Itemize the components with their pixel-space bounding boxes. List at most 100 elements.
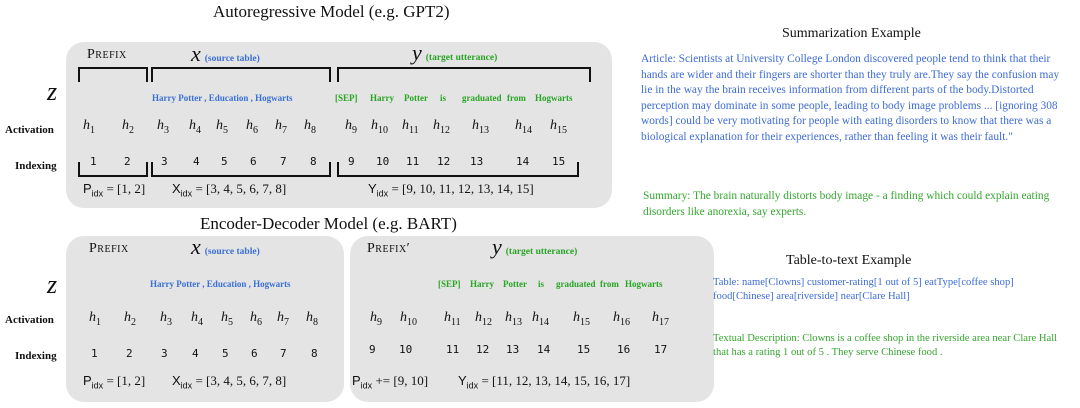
ar-y-var: y (412, 40, 422, 65)
index-14: 14 (516, 155, 530, 168)
dec-y-idx-eq: Yidx = [11, 12, 13, 14, 15, 16, 17] (458, 373, 630, 391)
dec-p-idx-eq: Pidx += [9, 10] (352, 373, 428, 391)
target-token: from (600, 279, 619, 289)
index-8: 8 (310, 155, 317, 168)
eq-sign: = (481, 373, 489, 388)
activation-h13: h13 (472, 118, 489, 136)
activation-h12: h12 (475, 310, 492, 328)
index-9: 9 (369, 343, 376, 356)
target-token: [SEP] (335, 93, 358, 103)
index-5: 5 (221, 155, 228, 168)
ed-z-symbol: z (47, 270, 58, 299)
target-token: is (538, 279, 545, 289)
p-subscript: idx (360, 380, 373, 391)
activation-h5: h5 (216, 118, 228, 136)
index-5: 5 (222, 347, 229, 360)
index-11: 11 (446, 343, 460, 356)
activation-h3: h3 (160, 310, 172, 328)
index-3: 3 (161, 155, 168, 168)
target-token: graduated (462, 93, 502, 103)
dec-prefix-label: Prefix′ (367, 241, 411, 256)
target-token: is (440, 93, 447, 103)
ar-prefix-label: Prefix (87, 47, 127, 62)
index-12: 12 (476, 343, 490, 356)
target-token: [SEP] (438, 279, 461, 289)
enc-x-idx-value: [3, 4, 5, 6, 7, 8] (206, 373, 287, 388)
activation-h2: h2 (122, 118, 134, 136)
summarization-summary: Summary: The brain naturally distorts bo… (643, 190, 1050, 218)
eq-sign: = (106, 373, 114, 388)
activation-h9: h9 (370, 310, 382, 328)
enc-indexing-label: Indexing (15, 350, 57, 362)
activation-h7: h7 (275, 118, 287, 136)
table-to-text-table: Table: name[Clowns] customer-rating[1 ou… (713, 277, 1014, 302)
index-4: 4 (192, 347, 199, 360)
index-17: 17 (654, 343, 668, 356)
index-16: 16 (617, 343, 631, 356)
activation-h4: h4 (189, 118, 201, 136)
index-1: 1 (90, 155, 97, 168)
index-6: 6 (251, 347, 258, 360)
dec-y-var: y (492, 234, 502, 259)
y-subscript: idx (376, 188, 389, 199)
ar-x-label: x (source table) (191, 41, 260, 67)
eq-sign: = (106, 181, 114, 196)
target-token: Hogwarts (625, 279, 663, 289)
activation-h8: h8 (304, 118, 316, 136)
ar-y-idx-value: [9, 10, 11, 12, 13, 14, 15] (402, 181, 534, 196)
ar-y-label: y (target utterance) (412, 40, 497, 66)
activation-h10: h10 (371, 118, 388, 136)
ar-z-symbol: z (47, 77, 58, 106)
activation-h10: h10 (400, 310, 417, 328)
activation-h14: h14 (515, 118, 532, 136)
activation-h16: h16 (613, 310, 630, 328)
activation-h6: h6 (250, 310, 262, 328)
enc-x-label: x (source table) (191, 234, 260, 260)
p-symbol: P (83, 373, 92, 388)
ar-p-idx-bracket (78, 162, 148, 177)
summarization-title: Summarization Example (782, 26, 921, 41)
index-6: 6 (250, 155, 257, 168)
enc-prefix-label: Prefix (89, 241, 129, 256)
index-2: 2 (126, 347, 133, 360)
ar-title: Autoregressive Model (e.g. GPT2) (213, 2, 450, 21)
index-13: 13 (506, 343, 520, 356)
dec-y-label: y (target utterance) (492, 234, 577, 260)
ar-source-tokens: Harry Potter , Education , Hogwarts (152, 93, 293, 103)
activation-h17: h17 (652, 310, 669, 328)
index-8: 8 (311, 347, 318, 360)
enc-p-idx-eq: Pidx = [1, 2] (83, 373, 145, 391)
index-10: 10 (376, 155, 390, 168)
index-14: 14 (537, 343, 551, 356)
eq-sign: = (195, 373, 203, 388)
index-4: 4 (193, 155, 200, 168)
target-token: Harry (370, 93, 394, 103)
activation-h7: h7 (277, 310, 289, 328)
eq-sign: = (391, 181, 399, 196)
ar-y-idx-eq: Yidx = [9, 10, 11, 12, 13, 14, 15] (368, 181, 534, 199)
target-token: Harry (470, 279, 494, 289)
ar-prefix-bracket (78, 67, 148, 82)
target-token: from (507, 93, 526, 103)
index-12: 12 (437, 155, 451, 168)
y-symbol: Y (368, 181, 377, 196)
activation-h8: h8 (306, 310, 318, 328)
ar-activation-label: Activation (5, 124, 54, 136)
index-2: 2 (124, 155, 131, 168)
target-token: Hogwarts (535, 93, 573, 103)
table-to-text-title: Table-to-text Example (786, 253, 912, 268)
target-token: Potter (503, 279, 527, 289)
y-subscript: idx (466, 380, 479, 391)
ar-p-idx-eq: Pidx = [1, 2] (83, 181, 145, 199)
activation-h6: h6 (246, 118, 258, 136)
target-token: Potter (404, 93, 428, 103)
ar-y-note: (target utterance) (425, 53, 498, 63)
table-to-text-description: Textual Description: Clowns is a coffee … (713, 333, 1058, 358)
index-9: 9 (348, 155, 355, 168)
ar-y-bracket (337, 67, 591, 82)
activation-h11: h11 (444, 310, 461, 328)
p-symbol: P (352, 373, 361, 388)
p-subscript: idx (91, 380, 104, 391)
y-symbol: Y (458, 373, 467, 388)
ar-x-idx-value: [3, 4, 5, 6, 7, 8] (206, 181, 287, 196)
